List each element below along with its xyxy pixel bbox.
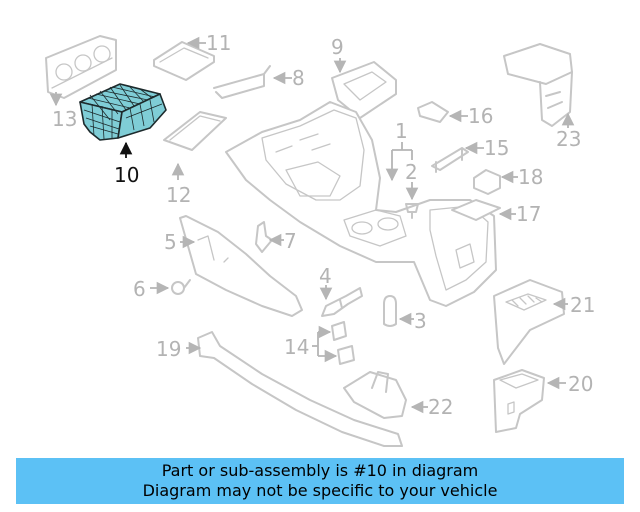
part-16-clip: [417, 101, 449, 123]
callout-23-label: 23: [556, 127, 581, 151]
callout-8-label: 8: [292, 66, 305, 90]
part-12-mat: [163, 111, 227, 151]
part-5-side-panel: [179, 215, 303, 317]
callout-19-label: 19: [156, 337, 181, 361]
callout-2-label: 2: [405, 160, 418, 184]
part-6-bolt: [171, 279, 191, 295]
part-15-bracket: [431, 147, 469, 173]
part-21-rear-vent: [493, 279, 565, 365]
banner-line-2: Diagram may not be specific to your vehi…: [142, 481, 498, 500]
part-3-cap: [383, 295, 397, 327]
banner-line-1: Part or sub-assembly is #10 in diagram: [161, 461, 479, 480]
callout-21-label: 21: [570, 293, 595, 317]
part-11-tray: [153, 41, 215, 81]
callout-4-label: 4: [319, 264, 332, 288]
part-8-bracket: [213, 65, 271, 99]
part-20-storage-bin: [493, 369, 545, 433]
callout-22-label: 22: [428, 395, 453, 419]
callout-12-label: 12: [166, 183, 191, 207]
callout-18-label: 18: [518, 165, 543, 189]
part-23-armrest: [503, 43, 573, 127]
callout-15-label: 15: [484, 136, 509, 160]
callout-1-label: 1: [395, 119, 408, 143]
callout-16-label: 16: [468, 104, 493, 128]
part-4-bracket: [321, 287, 363, 317]
callout-11-label: 11: [206, 31, 231, 55]
part-19-trim-strip: [197, 331, 403, 447]
callout-6-label: 6: [133, 277, 146, 301]
part-13-switch-panel: [45, 35, 117, 99]
part-10-storage-box: [79, 83, 167, 141]
callout-17-label: 17: [516, 202, 541, 226]
part-9-shifter-bezel: [331, 61, 397, 119]
part-14-clips: [331, 321, 355, 365]
callout-10-label: 10: [114, 163, 139, 187]
part-18-bracket: [473, 169, 501, 195]
part-2-screw: [405, 203, 419, 219]
callout-7-label: 7: [284, 229, 297, 253]
callout-9-label: 9: [331, 35, 344, 59]
callout-14-label: 14: [284, 335, 309, 359]
callout-3-label: 3: [414, 309, 427, 333]
info-banner: Part or sub-assembly is #10 in diagram D…: [16, 458, 624, 504]
part-1-center-console: [225, 101, 497, 307]
callout-20-label: 20: [568, 372, 593, 396]
part-7-clip: [255, 221, 273, 253]
callout-5-label: 5: [164, 230, 177, 254]
part-22-shifter-base: [343, 371, 407, 419]
callout-13-label: 13: [52, 107, 77, 131]
